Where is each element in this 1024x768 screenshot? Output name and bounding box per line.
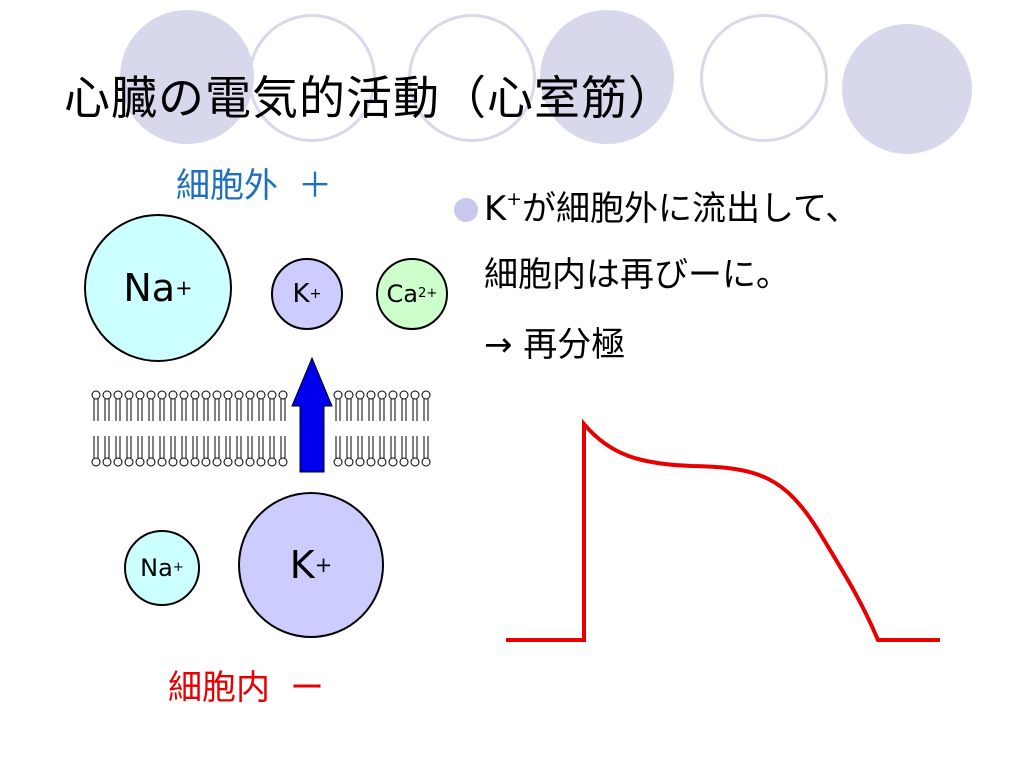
lipid-head	[399, 457, 409, 467]
lipid-head	[333, 390, 343, 400]
deco-ring-3	[700, 14, 828, 142]
ion-na-inside: Na+	[124, 530, 200, 606]
deco-ring-1	[248, 14, 376, 142]
lipid-head	[333, 457, 343, 467]
lipid-head	[157, 390, 167, 400]
ion-na-outside-symbol: Na	[123, 266, 176, 310]
lipid-head	[201, 390, 211, 400]
lipid-head	[245, 457, 255, 467]
lipid-head	[223, 457, 233, 467]
lipid-head	[355, 457, 365, 467]
extracellular-text: 細胞外	[176, 166, 278, 206]
lipid-head	[267, 390, 277, 400]
lipid-head	[344, 390, 354, 400]
lipid-head	[102, 390, 112, 400]
lipid-head	[256, 390, 266, 400]
extracellular-label: 細胞外 ＋	[176, 158, 332, 207]
lipid-head	[421, 390, 431, 400]
lipid-head	[399, 390, 409, 400]
lipid-head	[278, 457, 288, 467]
lipid-head	[91, 457, 101, 467]
lipid-head	[212, 390, 222, 400]
bullet-line-1: K+が細胞外に流出して、	[484, 189, 860, 229]
lipid-head	[377, 390, 387, 400]
lipid-head	[102, 457, 112, 467]
lipid-head	[190, 390, 200, 400]
intracellular-label: 細胞内ー	[168, 660, 324, 709]
ion-na-inside-symbol: Na	[140, 554, 173, 582]
lipid-head	[234, 457, 244, 467]
bullet-dot	[454, 198, 478, 222]
deco-circle-3	[842, 24, 972, 154]
lipid-head	[245, 390, 255, 400]
lipid-head	[410, 390, 420, 400]
lipid-head	[179, 390, 189, 400]
intracellular-text: 細胞内	[168, 668, 270, 708]
lipid-head	[168, 390, 178, 400]
lipid-head	[388, 457, 398, 467]
lipid-head	[388, 390, 398, 400]
lipid-head	[190, 457, 200, 467]
lipid-head	[91, 390, 101, 400]
bullet-line-3: → 再分極	[484, 325, 626, 365]
slide-title: 心臓の電気的活動（心室筋）	[64, 71, 675, 125]
ion-k-inside: K+	[238, 492, 384, 638]
lipid-head	[124, 457, 134, 467]
lipid-head	[146, 390, 156, 400]
lipid-head	[113, 390, 123, 400]
lipid-head	[267, 457, 277, 467]
cell-membrane	[91, 390, 431, 467]
lipid-head	[201, 457, 211, 467]
efflux-arrow	[291, 356, 333, 473]
lipid-head	[157, 457, 167, 467]
lipid-head	[212, 457, 222, 467]
bullet-ion-charge: +	[506, 189, 522, 211]
lipid-head	[421, 457, 431, 467]
action-potential-trace	[506, 418, 940, 642]
lipid-head	[124, 390, 134, 400]
lipid-head	[344, 457, 354, 467]
lipid-head	[366, 390, 376, 400]
lipid-head	[135, 390, 145, 400]
lipid-head	[135, 457, 145, 467]
ion-k-outside-symbol: K	[292, 279, 310, 309]
lipid-head	[146, 457, 156, 467]
lipid-head	[278, 390, 288, 400]
deco-circle-2	[540, 10, 674, 144]
deco-circle-1	[120, 10, 254, 144]
lipid-head	[223, 390, 233, 400]
lipid-head	[256, 457, 266, 467]
lipid-head	[179, 457, 189, 467]
extracellular-sign: ＋	[298, 166, 332, 206]
lipid-head	[355, 390, 365, 400]
lipid-head	[366, 457, 376, 467]
deco-ring-2	[408, 14, 536, 142]
lipid-head	[410, 457, 420, 467]
lipid-head	[113, 457, 123, 467]
ion-na-outside: Na+	[84, 214, 232, 362]
lipid-head	[377, 457, 387, 467]
bullet-line-2: 細胞内は再びーに。	[484, 255, 790, 295]
ion-ca-outside-symbol: Ca	[386, 280, 418, 308]
bullet-ion: K	[484, 189, 507, 229]
ion-k-inside-symbol: K	[289, 543, 315, 587]
ion-k-outside: K+	[271, 258, 343, 330]
lipid-head	[168, 457, 178, 467]
bullet-line-1-text: が細胞外に流出して、	[521, 189, 860, 229]
intracellular-sign: ー	[290, 668, 324, 708]
lipid-head	[234, 390, 244, 400]
